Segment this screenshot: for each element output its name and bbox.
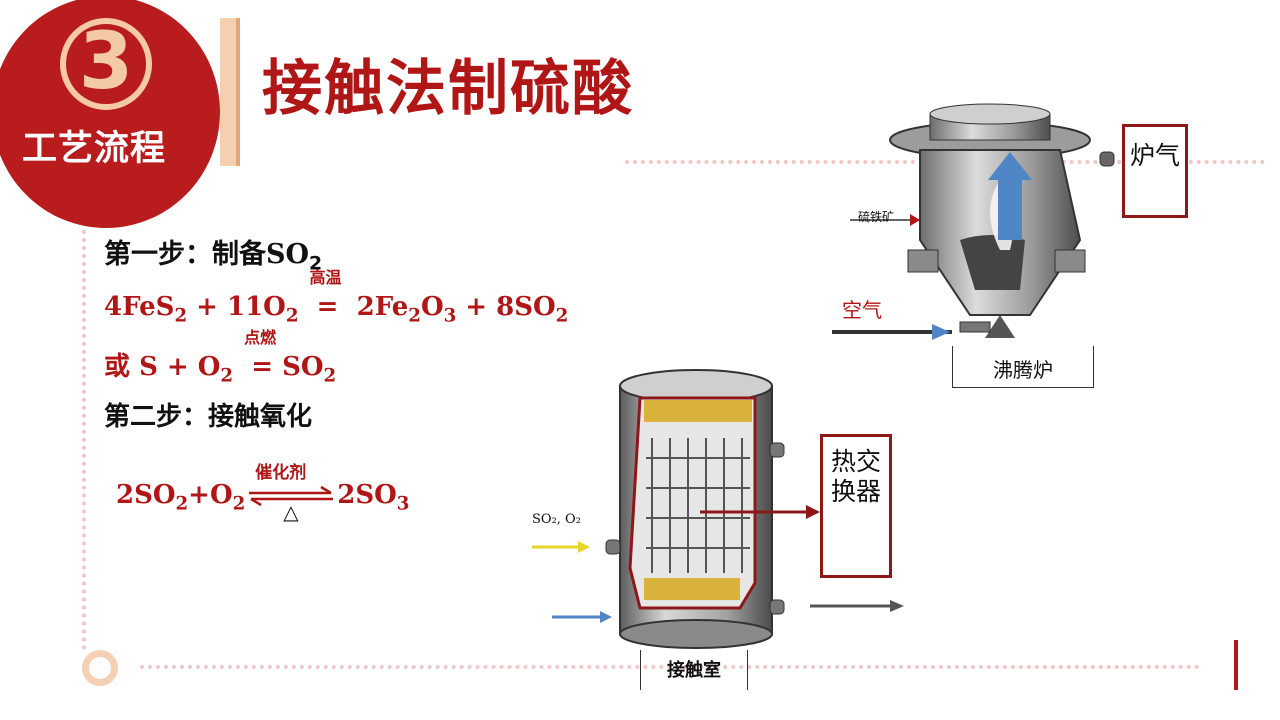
equation-1-condition: 高温 xyxy=(309,268,342,287)
inlet-arrow-icon xyxy=(532,541,590,553)
badge-number-ring xyxy=(60,18,152,110)
furnace-caption: 沸腾炉 xyxy=(993,358,1053,382)
furnace-gas-box: 炉气 xyxy=(1122,124,1188,218)
air-arrow-icon xyxy=(932,324,950,340)
decor-ring xyxy=(82,650,118,686)
contact-inlet-label: SO₂, O₂ xyxy=(532,512,581,527)
badge-label: 工艺流程 xyxy=(22,129,167,169)
contact-chamber-drawing xyxy=(605,369,785,649)
equation-3-catalyst: 催化剂 xyxy=(255,463,307,483)
equilibrium-arrows-icon xyxy=(249,485,334,507)
step1-heading-text: 第一步：制备 xyxy=(104,239,266,270)
contact-caption-frame xyxy=(640,650,748,690)
exchanger-pointer-icon xyxy=(700,505,820,519)
ore-label: 硫铁矿 xyxy=(858,210,895,224)
contact-caption: 接触室 xyxy=(667,660,721,681)
page-title: 接触法制硫酸 xyxy=(262,54,634,124)
boiling-furnace-illustration xyxy=(850,100,1118,350)
badge-number: 3 xyxy=(78,17,134,107)
outlet-arrow-icon xyxy=(810,600,904,612)
step1-heading-formula: SO xyxy=(266,239,310,270)
air-pipe xyxy=(832,330,952,334)
edge-marker xyxy=(1234,640,1238,690)
equation-3-heat: △ xyxy=(283,500,299,524)
equation-2-prefix: 或 xyxy=(104,352,131,382)
equation-1: 4FeS2 + 11O2 =高温 2Fe2O3 + 8SO2 xyxy=(104,268,568,326)
step1-heading-sub: 2 xyxy=(309,252,323,275)
title-accent-bar xyxy=(220,18,240,166)
contact-chamber-illustration xyxy=(560,368,800,650)
furnace-gas-label: 炉气 xyxy=(1129,141,1180,170)
air-label: 空气 xyxy=(842,298,882,322)
dotted-rule-bottom xyxy=(140,665,1200,669)
coolant-arrow-icon xyxy=(552,611,612,623)
equation-2-condition: 点燃 xyxy=(244,328,277,347)
furnace-caption-frame xyxy=(952,346,1094,388)
step2-heading: 第二步：接触氧化 xyxy=(104,402,313,432)
step1-heading: 第一步：制备SO2 xyxy=(104,232,322,275)
heat-exchanger-label: 热交换器 xyxy=(830,447,881,506)
boiling-furnace-drawing xyxy=(850,103,1115,338)
dotted-rule-left xyxy=(82,230,86,650)
heat-exchanger-box: 热交换器 xyxy=(820,434,892,578)
title-accent-bar-edge xyxy=(236,18,240,166)
equation-3: 2SO2+O2 催化剂 △ 2SO3 xyxy=(116,463,409,524)
